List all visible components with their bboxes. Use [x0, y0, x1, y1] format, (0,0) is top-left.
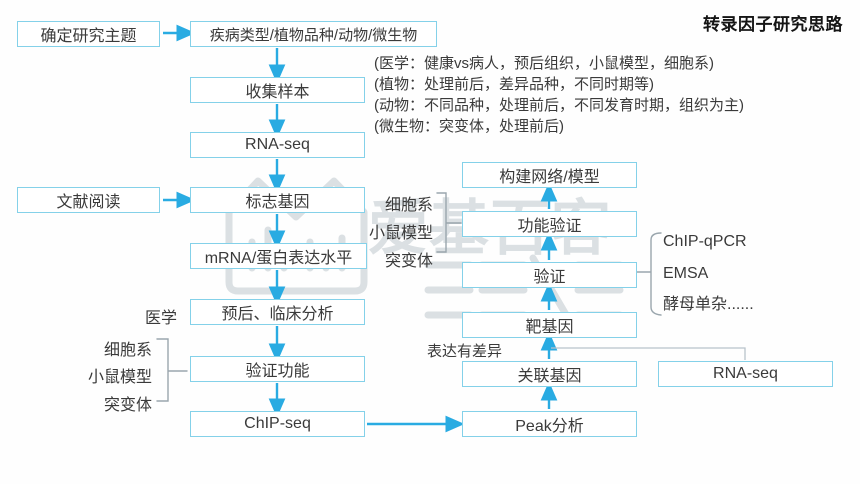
flow-box-network-model: 构建网络/模型: [462, 162, 637, 188]
flow-box-disease: 疾病类型/植物品种/动物/微生物: [190, 21, 437, 47]
flow-box-collect: 收集样本: [190, 77, 365, 103]
flow-box-literature: 文献阅读: [17, 187, 160, 213]
bracket-sample-types-left: [156, 338, 188, 402]
flow-box-topic: 确定研究主题: [17, 21, 160, 47]
label-method-chip-qpcr: ChIP-qPCR: [663, 233, 747, 250]
label-mutant-left: 突变体: [103, 397, 152, 414]
annotation-plant: (植物：处理前后，差异品种，不同时期等): [374, 76, 654, 93]
label-method-emsa: EMSA: [663, 265, 709, 282]
flow-box-prognosis: 预后、临床分析: [190, 299, 365, 325]
bracket-validation-methods: [636, 232, 662, 316]
flow-box-function-verify: 功能验证: [462, 211, 637, 237]
bracket-sample-types-right: [436, 192, 462, 253]
label-cell-line-left: 细胞系: [103, 342, 152, 359]
flow-box-validation: 验证: [462, 262, 637, 288]
connector-rnaseq-right-to-target-arrow: [551, 347, 746, 360]
page-title: 转录因子研究思路: [703, 15, 843, 34]
flow-box-verify-function: 验证功能: [190, 356, 365, 382]
label-diff-expression: 表达有差异: [427, 343, 503, 360]
flow-box-mrna-protein: mRNA/蛋白表达水平: [190, 243, 367, 269]
flow-box-marker-gene: 标志基因: [190, 187, 365, 213]
label-mouse-model-left: 小鼠模型: [87, 369, 152, 386]
label-medicine: 医学: [145, 310, 178, 327]
flow-box-rnaseq-right: RNA-seq: [658, 361, 833, 387]
flow-box-peak-analysis: Peak分析: [462, 411, 637, 437]
label-mouse-model-right: 小鼠模型: [368, 225, 433, 242]
label-method-yeast-one-hybrid: 酵母单杂......: [663, 296, 754, 313]
flow-box-rnaseq: RNA-seq: [190, 132, 365, 158]
label-cell-line-right: 细胞系: [384, 197, 433, 214]
annotation-animal: (动物：不同品种，处理前后，不同发育时期，组织为主): [374, 97, 744, 114]
annotation-medical: (医学：健康vs病人，预后组织，小鼠模型，细胞系): [374, 55, 714, 72]
flow-box-target-gene: 靶基因: [462, 312, 637, 338]
flow-box-related-gene: 关联基因: [462, 361, 637, 387]
label-mutant-right: 突变体: [384, 253, 433, 270]
flow-box-chipseq: ChIP-seq: [190, 411, 365, 437]
annotation-microbe: (微生物：突变体，处理前后): [374, 118, 564, 135]
